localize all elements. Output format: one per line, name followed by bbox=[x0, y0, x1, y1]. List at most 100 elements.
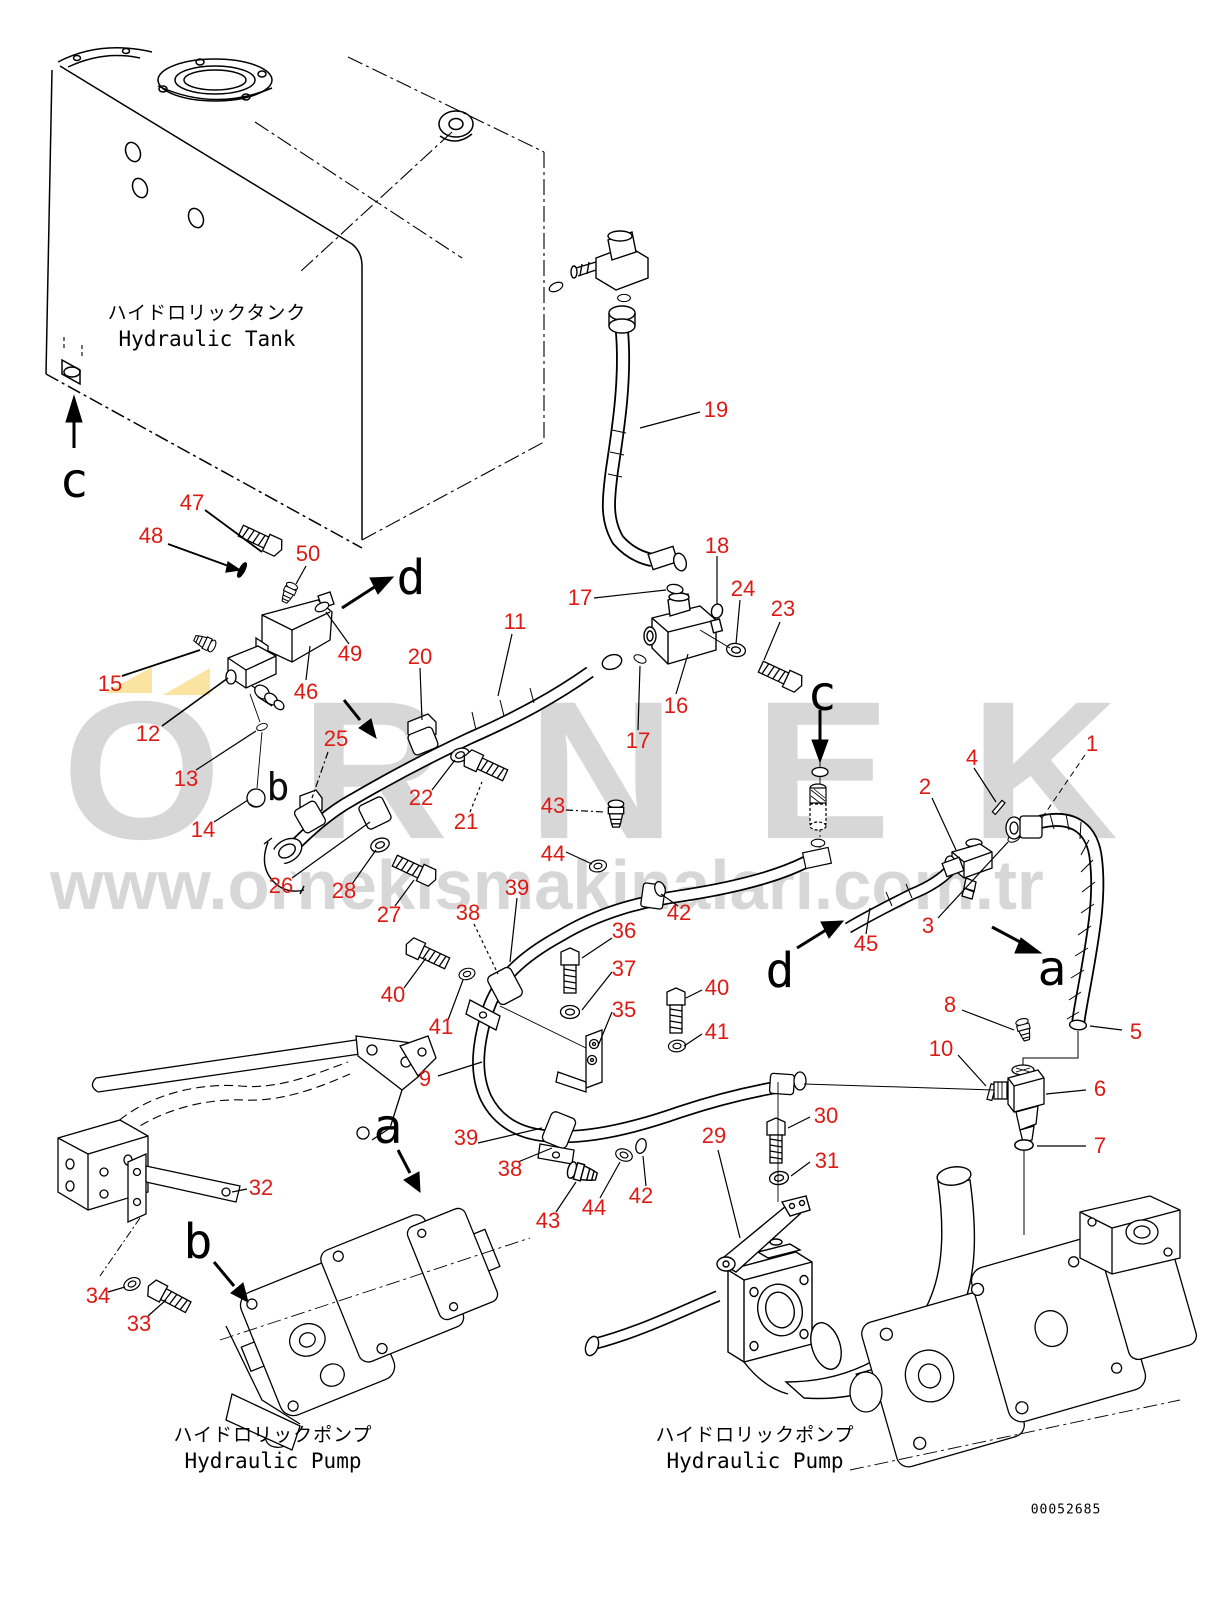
view-arrows bbox=[65, 394, 1043, 1303]
callout-39: 39 bbox=[504, 875, 530, 900]
tank-caption-jp: ハイドロリックタンク bbox=[107, 302, 307, 324]
hose-1 bbox=[1038, 813, 1105, 1025]
view-marker-c: c bbox=[807, 666, 837, 722]
callout-4: 4 bbox=[965, 745, 979, 770]
fitting-2 bbox=[941, 838, 993, 900]
callout-40: 40 bbox=[380, 982, 406, 1007]
callout-32: 32 bbox=[248, 1175, 274, 1200]
pump-left-caption: ハイドロリックポンプ Hydraulic Pump bbox=[173, 1420, 372, 1473]
callout-33: 33 bbox=[126, 1311, 152, 1336]
clamps bbox=[293, 713, 807, 1165]
view-marker-a: a bbox=[373, 1099, 403, 1155]
callout-42: 42 bbox=[628, 1183, 654, 1208]
callout-1: 1 bbox=[1085, 731, 1099, 756]
view-marker-b: b bbox=[266, 765, 290, 809]
tube-11 bbox=[283, 666, 594, 857]
hose-19 bbox=[601, 331, 654, 567]
callout-46: 46 bbox=[293, 679, 319, 704]
callout-3: 3 bbox=[921, 913, 935, 938]
small-parts bbox=[121, 744, 1034, 1316]
callout-16: 16 bbox=[663, 693, 689, 718]
hose-45 bbox=[844, 863, 957, 934]
callout-40: 40 bbox=[704, 975, 730, 1000]
tank-caption: ハイドロリックタンク Hydraulic Tank bbox=[108, 298, 307, 351]
callout-2: 2 bbox=[918, 774, 932, 799]
pump-left bbox=[57, 1035, 531, 1451]
callout-15: 15 bbox=[97, 671, 123, 696]
callout-13: 13 bbox=[173, 766, 199, 791]
callout-43: 43 bbox=[535, 1208, 561, 1233]
callout-6: 6 bbox=[1093, 1076, 1107, 1101]
callout-43: 43 bbox=[540, 793, 566, 818]
callout-50: 50 bbox=[295, 541, 321, 566]
view-marker-c: c bbox=[59, 453, 89, 509]
callout-22: 22 bbox=[408, 785, 434, 810]
callout-44: 44 bbox=[540, 841, 566, 866]
watermark-letter: N bbox=[527, 660, 676, 881]
callout-26: 26 bbox=[268, 873, 294, 898]
callout-17: 17 bbox=[625, 728, 651, 753]
callout-37: 37 bbox=[611, 956, 637, 981]
callout-21: 21 bbox=[453, 809, 479, 834]
callout-10: 10 bbox=[928, 1036, 954, 1061]
highlight-wedges bbox=[105, 667, 210, 695]
leader-lines bbox=[107, 411, 1123, 1317]
pump-left-caption-jp: ハイドロリックポンプ bbox=[173, 1424, 373, 1446]
callout-7: 7 bbox=[1093, 1133, 1107, 1158]
tank-caption-en: Hydraulic Tank bbox=[118, 327, 296, 351]
watermark-letter: O bbox=[62, 660, 222, 881]
elbow-fitting-top bbox=[547, 230, 688, 572]
callout-8: 8 bbox=[943, 992, 957, 1017]
callout-34: 34 bbox=[85, 1283, 111, 1308]
view-marker-a: a bbox=[1037, 941, 1067, 997]
callout-47: 47 bbox=[179, 490, 205, 515]
view-marker-b: b bbox=[183, 1214, 213, 1270]
tube-9 bbox=[472, 856, 809, 1144]
pump-right bbox=[849, 1195, 1198, 1471]
callout-29: 29 bbox=[701, 1123, 727, 1148]
valve-6-group bbox=[803, 754, 1088, 1235]
callout-45: 45 bbox=[853, 931, 879, 956]
callout-44: 44 bbox=[581, 1195, 607, 1220]
view-marker-d: d bbox=[396, 550, 426, 606]
callout-31: 31 bbox=[814, 1148, 840, 1173]
callout-25: 25 bbox=[323, 726, 349, 751]
pump-left-caption-en: Hydraulic Pump bbox=[184, 1449, 362, 1473]
callout-42: 42 bbox=[666, 900, 692, 925]
bracket-35 bbox=[499, 1005, 603, 1093]
valve-16 bbox=[601, 582, 807, 695]
callout-23: 23 bbox=[770, 596, 796, 621]
callout-14: 14 bbox=[190, 817, 216, 842]
elbow-tube11 bbox=[263, 837, 305, 895]
callout-38: 38 bbox=[497, 1156, 523, 1181]
callout-24: 24 bbox=[730, 576, 756, 601]
callout-5: 5 bbox=[1129, 1019, 1143, 1044]
callout-48: 48 bbox=[138, 523, 164, 548]
pump-right-caption-jp: ハイドロリックポンプ bbox=[655, 1424, 855, 1446]
callout-41: 41 bbox=[704, 1019, 730, 1044]
callout-11: 11 bbox=[503, 609, 527, 634]
callout-30: 30 bbox=[813, 1103, 839, 1128]
callout-12: 12 bbox=[135, 721, 161, 746]
callout-9: 9 bbox=[418, 1066, 432, 1091]
callout-20: 20 bbox=[407, 644, 433, 669]
callout-28: 28 bbox=[331, 878, 357, 903]
pump-right-caption: ハイドロリックポンプ Hydraulic Pump bbox=[655, 1420, 854, 1473]
figure-number: 00052685 bbox=[1030, 1502, 1102, 1518]
strainer-stack bbox=[801, 760, 833, 870]
callout-27: 27 bbox=[376, 902, 402, 927]
callout-35: 35 bbox=[611, 997, 637, 1022]
callout-41: 41 bbox=[428, 1014, 454, 1039]
hydraulic-tank bbox=[45, 47, 545, 549]
pump-right-caption-en: Hydraulic Pump bbox=[666, 1449, 844, 1473]
left-fitting-cluster bbox=[191, 521, 335, 808]
watermark-letter: R bbox=[300, 660, 449, 881]
callout-18: 18 bbox=[704, 533, 730, 558]
callout-38: 38 bbox=[455, 900, 481, 925]
callout-49: 49 bbox=[337, 641, 363, 666]
callout-17: 17 bbox=[567, 585, 593, 610]
view-marker-d: d bbox=[765, 943, 795, 999]
watermark-brand: ORNEK bbox=[62, 668, 1118, 878]
